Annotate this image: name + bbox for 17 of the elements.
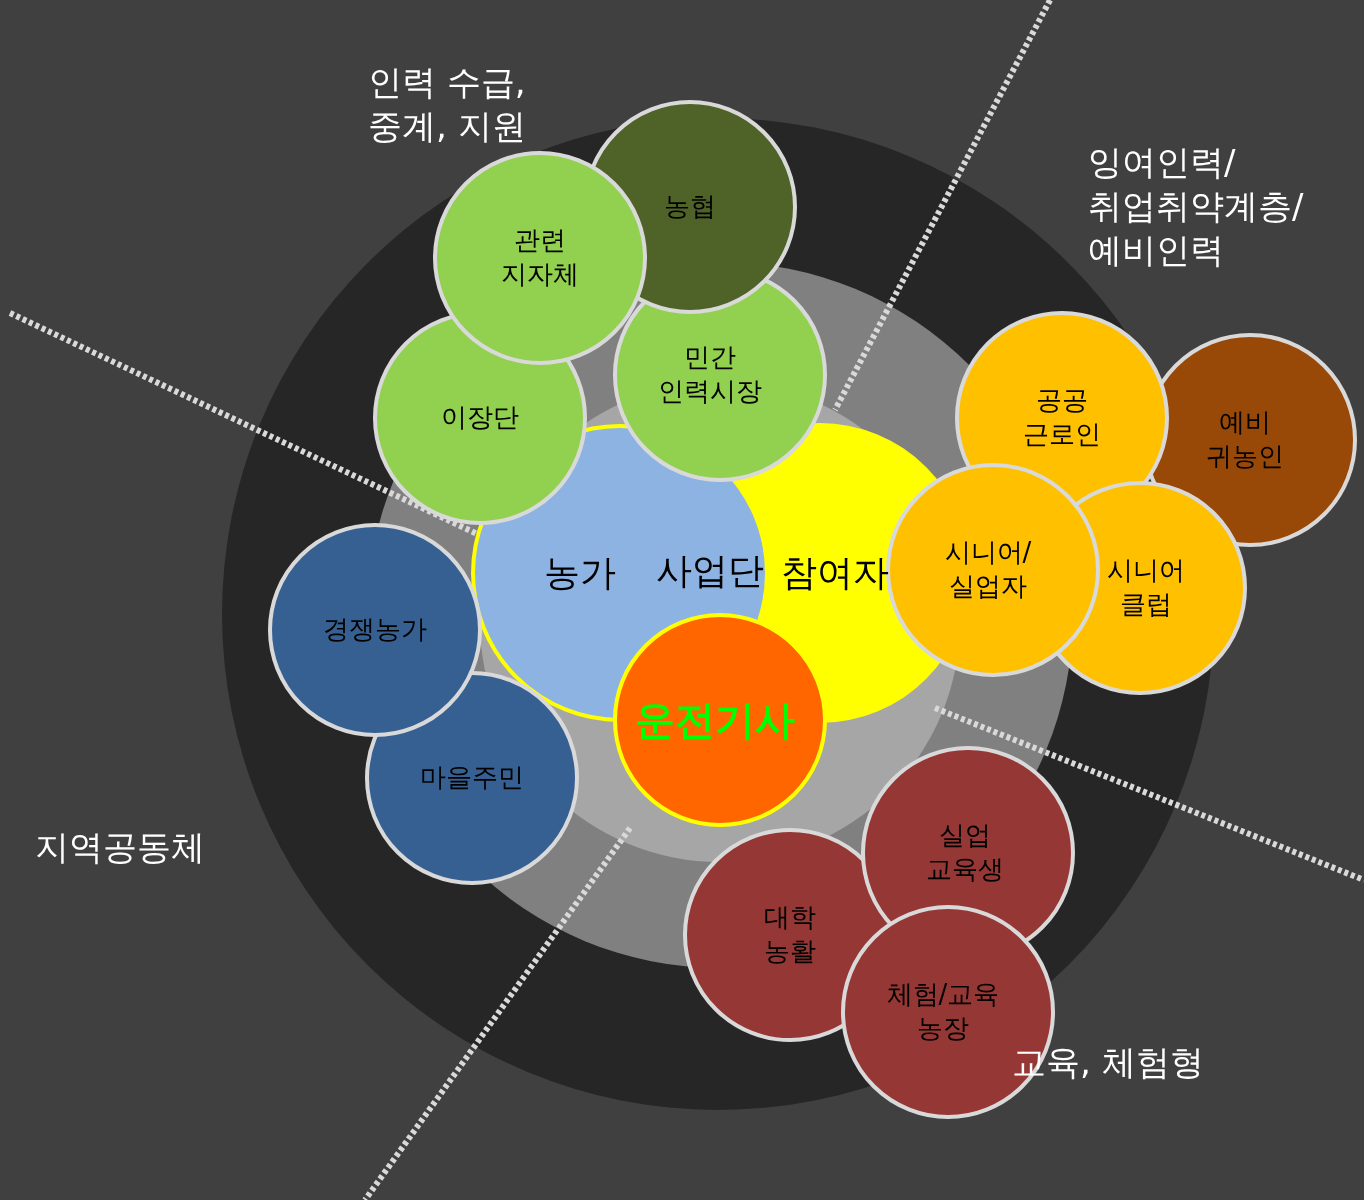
- bubble-label: 체험/교육 농장: [878, 978, 1008, 1046]
- bubble-label: 시니어/실업자: [933, 536, 1043, 604]
- caption-text: 인력 수급, 중계, 지원: [368, 61, 527, 149]
- bubble-label: 예비 귀농인: [1195, 406, 1295, 474]
- bubble-label: 농가: [530, 549, 630, 597]
- caption-text: 사업단: [655, 549, 765, 593]
- bubble-label: 시니어 클럽: [1101, 554, 1191, 622]
- caption-text: 지역공동체: [35, 826, 206, 869]
- bubble-label: 관련 지자체: [485, 224, 595, 292]
- bubble-label: 이장단: [420, 401, 540, 435]
- caption-text: 잉여인력/취업취약계층/예비인력: [1088, 141, 1305, 273]
- bubble-label: 공공 근로인: [1007, 384, 1117, 452]
- bubble-label: 마을주민: [392, 761, 552, 795]
- bubble-label: 경쟁농가: [295, 613, 455, 647]
- bubble-label: 실업 교육생: [915, 819, 1015, 887]
- bubble-label: 대학 농활: [750, 901, 830, 969]
- bubble-label: 농협: [630, 190, 750, 224]
